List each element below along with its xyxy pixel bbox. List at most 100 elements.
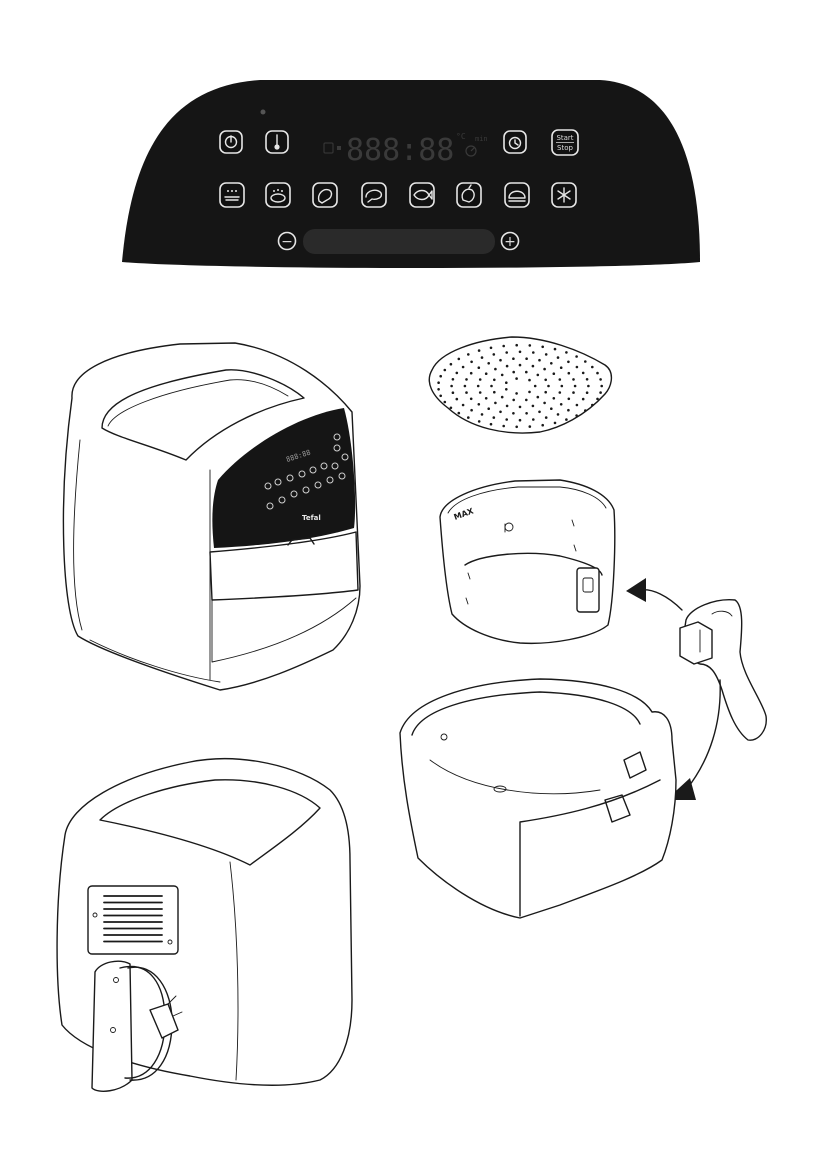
preset-gratin-button[interactable]	[266, 183, 290, 207]
mat-hole	[494, 368, 497, 371]
preset-frozen-button[interactable]	[552, 183, 576, 207]
mat-hole	[515, 377, 518, 380]
mat-hole	[528, 379, 531, 382]
power-button[interactable]	[220, 131, 242, 153]
mat-hole	[450, 363, 453, 366]
display-digits: 888:88	[346, 133, 454, 168]
timer-button[interactable]	[504, 131, 526, 153]
mat-hole	[456, 398, 459, 401]
preset-fries-button[interactable]	[220, 183, 244, 207]
mat-hole	[506, 405, 509, 408]
mat-hole	[487, 362, 490, 365]
mat-hole	[587, 385, 590, 388]
mat-hole	[575, 414, 578, 417]
mat-hole	[599, 378, 602, 381]
mat-hole	[559, 378, 562, 381]
mat-hole	[541, 424, 544, 427]
mat-hole	[599, 391, 602, 394]
mat-hole	[544, 379, 547, 382]
basket-insert: MAX	[440, 480, 615, 643]
mat-hole	[512, 357, 515, 360]
mat-hole	[576, 404, 579, 407]
mat-hole	[519, 419, 522, 422]
mat-hole	[470, 409, 473, 412]
display-dot	[337, 146, 341, 150]
mat-hole	[493, 379, 496, 382]
temperature-button[interactable]	[266, 131, 288, 153]
mat-hole	[554, 348, 557, 351]
basket-outline	[400, 679, 676, 918]
adjust-slider-bar[interactable]	[303, 229, 495, 254]
mat-hole	[505, 381, 508, 384]
mat-hole	[515, 392, 518, 395]
mat-hole	[553, 397, 556, 400]
mat-hole	[560, 366, 563, 369]
unit-celsius: °C	[456, 132, 466, 141]
mat-hole	[477, 385, 480, 388]
minus-symbol: −	[281, 234, 293, 250]
mat-hole	[528, 391, 531, 394]
stop-label: Stop	[557, 144, 573, 152]
mat-hole	[499, 411, 502, 414]
start-stop-button[interactable]: Start Stop	[552, 130, 578, 155]
mat-hole	[481, 413, 484, 416]
arrow-to-insert	[640, 590, 682, 610]
mat-hole	[490, 385, 493, 388]
handle-grip	[685, 600, 766, 740]
unit-minutes: min	[475, 135, 488, 143]
mat-hole	[467, 353, 470, 356]
mat-hole	[481, 356, 484, 359]
plus-symbol: +	[504, 234, 516, 250]
preset-meat-button[interactable]	[362, 183, 386, 207]
start-label: Start	[556, 134, 573, 142]
mat-hole	[450, 385, 453, 388]
mat-hole	[494, 402, 497, 405]
mat-hole	[512, 412, 515, 415]
mat-hole	[591, 366, 594, 369]
mat-hole	[557, 356, 560, 359]
mat-hole	[565, 351, 568, 354]
mat-hole	[572, 378, 575, 381]
mat-hole	[450, 407, 453, 410]
preset-fish-button[interactable]	[410, 183, 434, 207]
preset-chicken-button[interactable]	[313, 183, 337, 207]
mat-hole	[470, 398, 473, 401]
appliance-back-view	[57, 759, 352, 1092]
mat-hole	[543, 402, 546, 405]
mat-hole	[452, 391, 455, 394]
mat-hole	[572, 391, 575, 394]
mat-hole	[512, 371, 515, 374]
mat-hole	[554, 422, 557, 425]
preset-vegetables-button[interactable]	[457, 183, 481, 207]
mat-hole	[470, 372, 473, 375]
mat-hole	[515, 426, 518, 429]
preset-dessert-button[interactable]	[505, 183, 529, 207]
insert-latch	[577, 568, 599, 612]
mat-hole	[557, 413, 560, 416]
plus-button[interactable]: +	[502, 233, 519, 251]
mat-hole	[499, 359, 502, 362]
mat-hole	[550, 407, 553, 410]
mat-hole	[444, 401, 447, 404]
mat-hole	[493, 416, 496, 419]
minus-button[interactable]: −	[279, 233, 296, 251]
mat-hole	[560, 403, 563, 406]
arrow-to-insert-head	[626, 578, 646, 602]
mat-hole	[478, 403, 481, 406]
basket-handle[interactable]	[680, 600, 766, 740]
mat-hole	[596, 398, 599, 401]
mat-hole	[537, 396, 540, 399]
mat-hole	[490, 423, 493, 426]
mat-hole	[582, 372, 585, 375]
mat-hole	[532, 418, 535, 421]
mat-hole	[575, 355, 578, 358]
mat-hole	[532, 351, 535, 354]
mat-hole	[568, 398, 571, 401]
mat-hole	[537, 374, 540, 377]
mat-hole	[505, 351, 508, 354]
mat-hole	[501, 374, 504, 377]
mat-hole	[502, 425, 505, 428]
mat-hole	[584, 409, 587, 412]
mat-hole	[553, 372, 556, 375]
